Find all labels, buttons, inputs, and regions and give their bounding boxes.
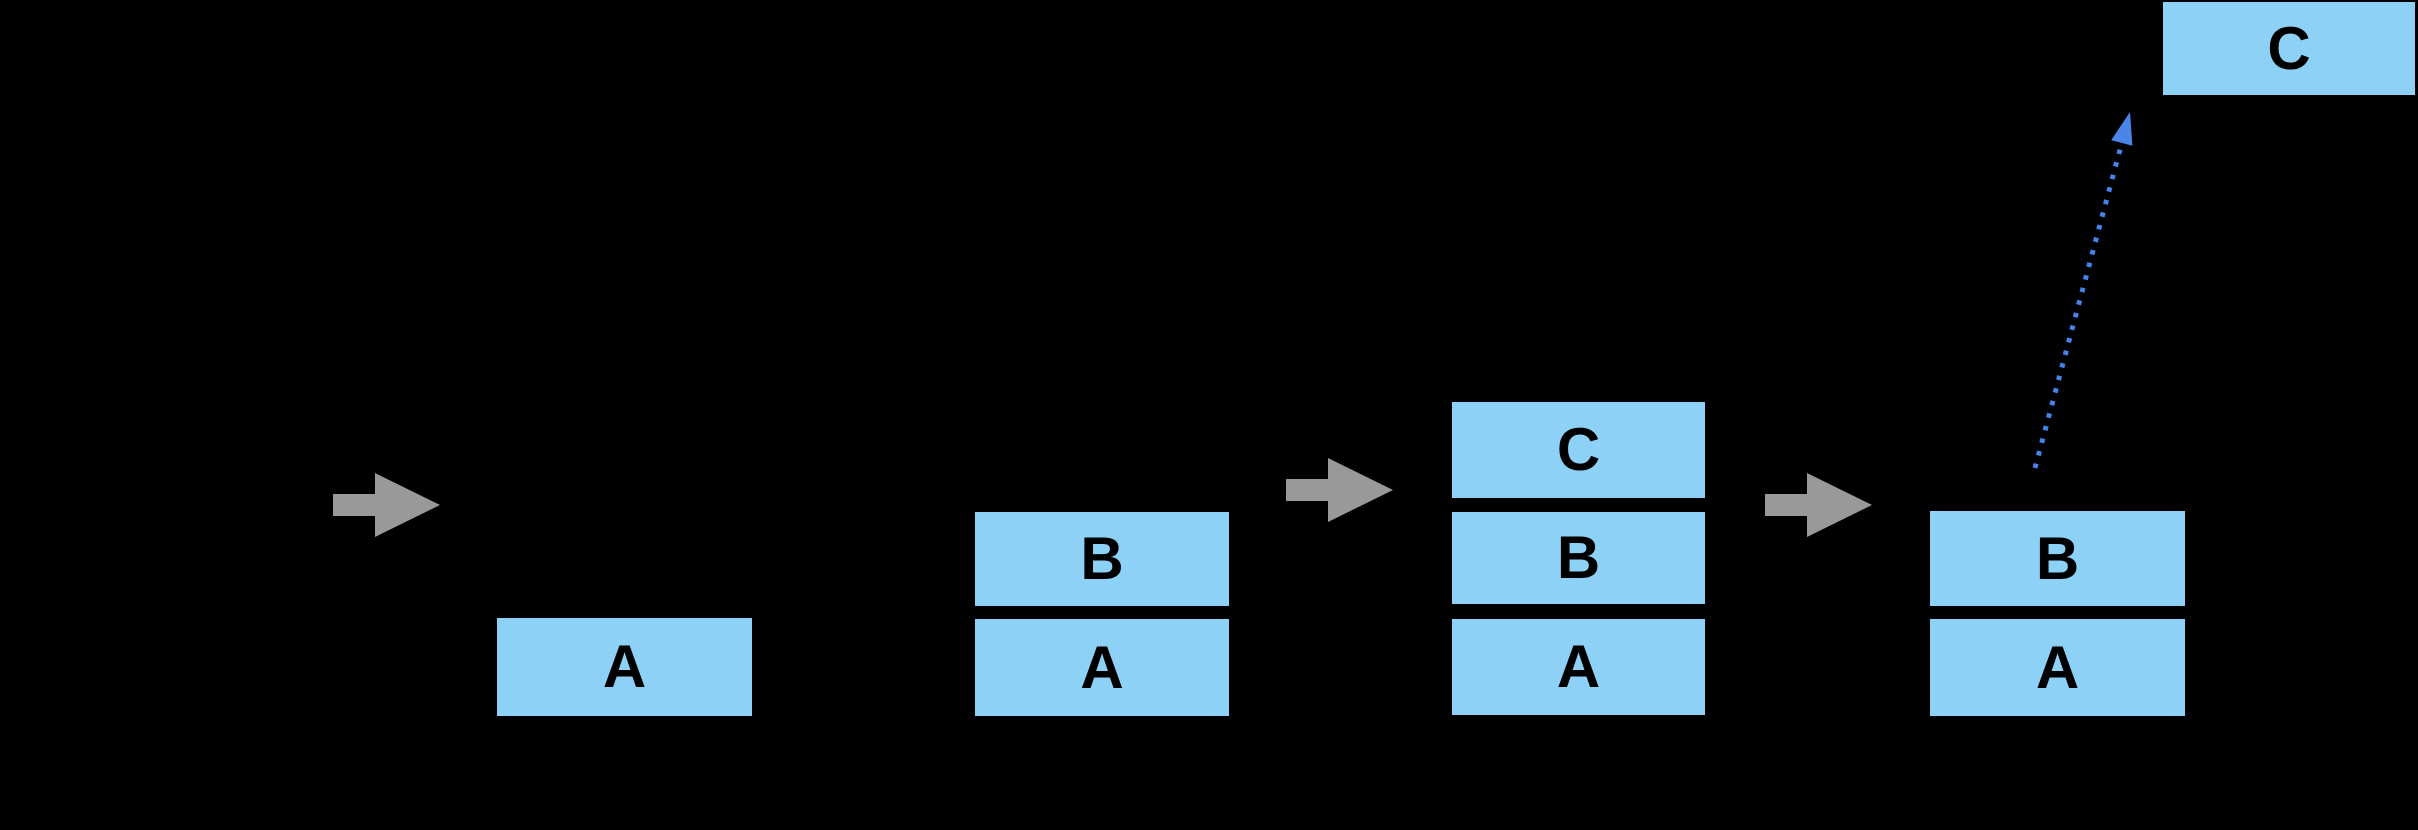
stack4-item-a: A <box>1930 619 2185 716</box>
push-arrow-icon <box>333 473 440 537</box>
push-arrow-icon <box>1765 473 1872 537</box>
stack4-item-b: B <box>1930 511 2185 606</box>
stack2-item-a: A <box>975 619 1229 716</box>
pop-arrow-icon <box>2032 112 2133 469</box>
stack1-item-a: A <box>497 618 752 716</box>
stack2-item-b: B <box>975 512 1229 606</box>
push-arrow-icon <box>1286 458 1393 522</box>
popped-item-box: C <box>2163 2 2415 95</box>
stack3-item-b: B <box>1452 512 1705 604</box>
stack3-item-c: C <box>1452 402 1705 498</box>
stack3-item-a: A <box>1452 619 1705 715</box>
